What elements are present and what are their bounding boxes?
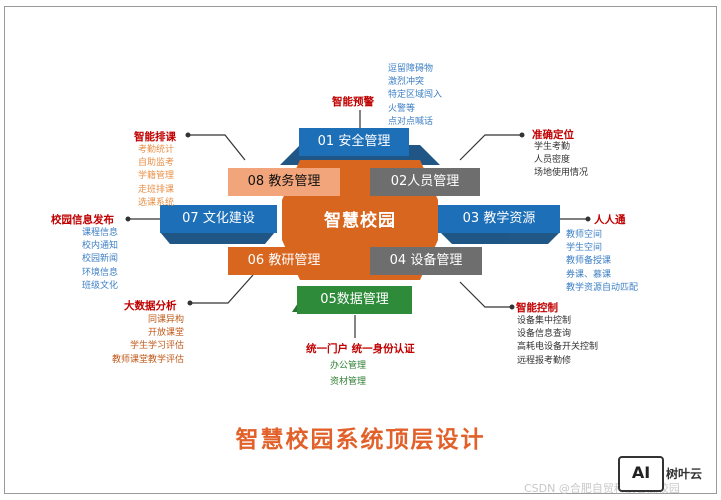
list-item: 学生考勤	[534, 142, 571, 152]
list-item: 走班排课	[138, 184, 175, 195]
category-everyone-access-title: 人人通	[594, 214, 626, 226]
list-item: 校园新闻	[82, 254, 119, 265]
category-campus-info-list: 课程信息 校内通知 校园新闻 环境信息 班级文化	[82, 227, 118, 293]
list-item: 券课、慕课	[566, 269, 612, 280]
module-06-label: 06 教研管理	[247, 253, 321, 268]
connector-big-data	[190, 274, 254, 304]
module-face-07-overlay	[160, 205, 277, 233]
dot-campus-info	[125, 216, 131, 222]
list-item: 激烈冲突	[388, 77, 425, 88]
list-item: 学生学习评估	[129, 341, 184, 352]
category-precise-location-list: 学生考勤 人员密度 场地使用情况	[534, 141, 588, 181]
list-item: 课程信息	[82, 228, 119, 238]
category-smart-alert-list: 逗留障碍物 激烈冲突 特定区域闯入 火警等 点对点喊话	[388, 63, 442, 129]
connector-smart-control	[459, 281, 512, 308]
ribbon-side-07	[160, 232, 275, 244]
list-item: 火警等	[388, 103, 416, 114]
category-smart-schedule-title: 智能排课	[134, 131, 176, 143]
module-face-02-overlay	[370, 168, 480, 196]
category-campus-info-title: 校园信息发布	[51, 214, 114, 226]
module-face-04-overlay	[370, 247, 482, 275]
list-item: 环境信息	[82, 267, 119, 278]
list-item: 人员密度	[534, 155, 571, 166]
module-02-label: 02人员管理	[390, 174, 460, 189]
dot-big-data	[187, 300, 193, 306]
list-item: 校内通知	[82, 241, 119, 252]
list-item: 同课异构	[147, 315, 184, 325]
list-item: 资材管理	[330, 377, 367, 387]
category-smart-schedule-list: 考勤统计 自助监考 学籍管理 走班排课 选课系统	[138, 144, 174, 210]
module-07-label: 07 文化建设	[182, 211, 255, 226]
list-item: 特定区域闯入	[388, 90, 443, 101]
list-item: 学生空间	[566, 243, 603, 254]
module-face-01-overlay	[299, 128, 409, 156]
list-item: 自助监考	[138, 158, 175, 169]
list-item: 高耗电设备开关控制	[517, 342, 599, 353]
logo-icon: AI	[618, 456, 664, 492]
connector-smart-schedule	[188, 134, 246, 161]
list-item: 设备信息查询	[517, 329, 572, 340]
list-item: 班级文化	[82, 280, 119, 291]
category-smart-control-list: 设备集中控制 设备信息查询 高耗电设备开关控制 远程报考勤修	[517, 315, 598, 368]
module-face-06-overlay	[228, 247, 340, 275]
center-label: 智慧校园	[324, 211, 396, 231]
module-04-label: 04 设备管理	[389, 253, 463, 268]
list-item: 教师空间	[566, 230, 603, 240]
list-item: 考勤统计	[138, 145, 175, 155]
module-face-03-overlay	[438, 205, 560, 233]
category-unified-portal-title: 统一门户 统一身份认证	[306, 343, 415, 355]
list-item: 教师课堂教学评估	[111, 354, 184, 365]
list-item: 场地使用情况	[534, 168, 589, 179]
module-01-label: 01 安全管理	[317, 134, 391, 149]
category-smart-control-title: 智能控制	[516, 302, 558, 314]
list-item: 逗留障碍物	[388, 64, 434, 74]
connector-precise-location	[459, 134, 522, 161]
list-item: 教学资源自动匹配	[566, 282, 639, 293]
dot-smart-control	[509, 304, 515, 310]
module-05-label: 05数据管理	[320, 292, 389, 307]
logo-name: 树叶云	[666, 467, 703, 481]
list-item: 点对点喊话	[388, 116, 434, 127]
dot-smart-schedule	[185, 132, 191, 138]
module-face-08-overlay	[228, 168, 340, 196]
list-item: 设备集中控制	[517, 316, 572, 326]
category-everyone-access-list: 教师空间 学生空间 教师备授课 券课、慕课 教学资源自动匹配	[566, 229, 638, 295]
page-title: 智慧校园系统顶层设计	[235, 427, 486, 453]
list-item: 办公管理	[330, 361, 367, 371]
dot-precise-location	[519, 132, 525, 138]
category-precise-location-title: 准确定位	[532, 129, 574, 141]
category-big-data-title: 大数据分析	[124, 300, 177, 312]
list-item: 远程报考勤修	[517, 355, 572, 366]
list-item: 开放课堂	[147, 328, 184, 339]
category-smart-alert-title: 智能预警	[332, 96, 374, 108]
ribbon-side-03	[440, 232, 560, 244]
list-item: 教师备授课	[566, 256, 612, 267]
module-08-label: 08 教务管理	[247, 174, 321, 189]
category-unified-portal-list: 办公管理 资材管理	[330, 358, 366, 390]
list-item: 学籍管理	[138, 171, 175, 182]
list-item: 选课系统	[138, 197, 175, 208]
category-big-data-list: 同课异构 开放课堂 学生学习评估 教师课堂教学评估	[90, 314, 184, 367]
module-03-label: 03 教学资源	[462, 211, 536, 226]
dot-everyone-access	[585, 216, 591, 222]
module-face-05-overlay	[297, 286, 412, 314]
